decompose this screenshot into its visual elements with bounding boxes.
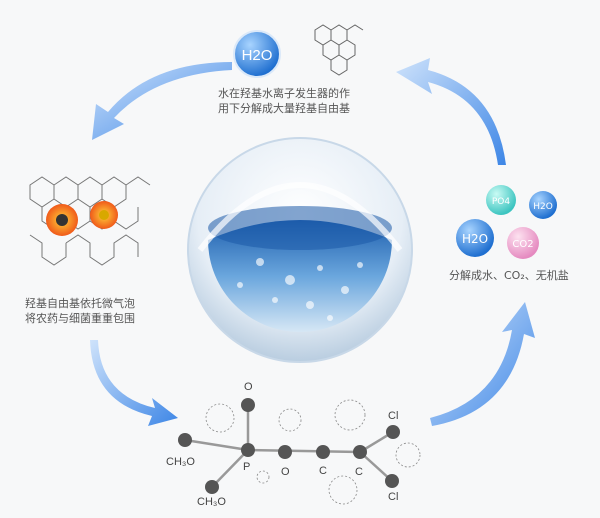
arrow-top-right — [396, 58, 506, 165]
h2o-bubble-small: H2O — [529, 191, 557, 219]
svg-text:H2O: H2O — [533, 202, 553, 212]
top-caption: 水在羟基水离子发生器的作 用下分解成大量羟基自由基 — [218, 86, 350, 116]
po4-bubble: PO4 — [486, 185, 516, 215]
atom-label-ch3o-bottom: CH₃O — [197, 496, 226, 508]
pesticide-molecule — [178, 398, 421, 505]
left-caption: 羟基自由基依托微气泡 将农药与细菌重重包围 — [25, 296, 135, 326]
svg-text:H2O: H2O — [462, 232, 488, 246]
atom-label-c2: C — [355, 466, 363, 478]
top-caption-line1: 水在羟基水离子发生器的作 — [218, 87, 350, 100]
atom-label-cl-bottom: Cl — [388, 491, 399, 503]
arrow-bottom-left — [90, 340, 178, 426]
bacteria-network-icon — [29, 176, 151, 266]
atom-label-c1: C — [319, 465, 327, 477]
atom-label-o-top: O — [244, 381, 253, 393]
h2o-bubble-large: H2O — [456, 219, 494, 257]
co2-bubble: CO2 — [507, 227, 539, 259]
atom-label-p: P — [243, 461, 251, 473]
top-caption-line2: 用下分解成大量羟基自由基 — [218, 102, 350, 115]
arrow-bottom-right — [430, 302, 535, 426]
svg-text:H2O: H2O — [242, 47, 273, 64]
svg-text:PO4: PO4 — [492, 197, 511, 207]
atom-label-cl-top: Cl — [388, 410, 399, 422]
left-caption-line2: 将农药与细菌重重包围 — [25, 312, 135, 325]
atom-label-o: O — [281, 466, 290, 478]
water-sphere — [187, 137, 413, 363]
svg-text:CO2: CO2 — [512, 239, 533, 250]
h2o-bubble-top: H2O — [233, 30, 281, 78]
right-caption: 分解成水、CO₂、无机盐 — [449, 269, 569, 282]
arrow-top-left — [92, 62, 232, 140]
hydroxyl-network-icon — [314, 24, 364, 76]
atom-label-ch3o-left: CH₃O — [166, 456, 195, 468]
left-caption-line1: 羟基自由基依托微气泡 — [25, 297, 135, 310]
